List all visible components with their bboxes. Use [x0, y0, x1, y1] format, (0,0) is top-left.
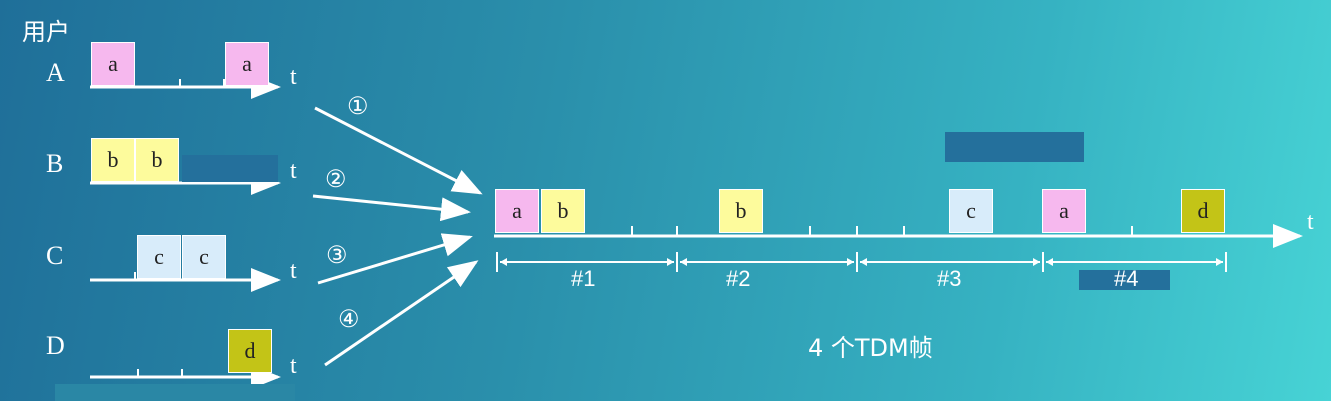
t-label-output: t [1307, 209, 1314, 235]
frame-label-4: #4 [1114, 266, 1139, 291]
arrow-label-4: ④ [338, 307, 360, 333]
arrow-1 [314, 106, 483, 195]
overlay-bar [945, 132, 1084, 162]
user-d-label: D [46, 331, 65, 360]
slot-c: c [182, 235, 226, 279]
output-slot-c: c [949, 189, 993, 233]
slot-b: b [91, 138, 135, 182]
t-label-c: t [290, 258, 297, 284]
arrow-2 [312, 194, 471, 222]
overlay-bar [55, 384, 295, 401]
overlay-bar [182, 155, 278, 182]
frame-label-1: #1 [571, 266, 596, 291]
arrow-label-3: ③ [326, 243, 348, 269]
t-label-b: t [290, 158, 297, 184]
frame-label-2: #2 [726, 266, 751, 291]
users-title: 用户 [22, 18, 70, 46]
output-slot-b: b [541, 189, 585, 233]
t-label-d: t [290, 353, 297, 379]
output-slot-a: a [495, 189, 539, 233]
tdm-caption: 4 个TDM帧 [808, 334, 933, 362]
slot-a: a [91, 42, 135, 86]
output-slot-d: d [1181, 189, 1225, 233]
user-b-label: B [46, 149, 64, 178]
arrow-3 [317, 233, 473, 285]
user-c-label: C [46, 241, 64, 270]
output-slot-a: a [1042, 189, 1086, 233]
user-a-label: A [46, 58, 65, 87]
arrow-label-1: ① [347, 94, 369, 120]
frame-label-3: #3 [937, 266, 962, 291]
frame-brackets [496, 252, 1227, 272]
arrow-4 [324, 260, 479, 367]
slot-c: c [137, 235, 181, 279]
t-label-a: t [290, 64, 297, 90]
slot-d: d [228, 329, 272, 373]
arrow-label-2: ② [325, 167, 347, 193]
output-slot-b: b [719, 189, 763, 233]
slot-a: a [225, 42, 269, 86]
slot-b: b [135, 138, 179, 182]
overlay-bar [1079, 270, 1170, 290]
